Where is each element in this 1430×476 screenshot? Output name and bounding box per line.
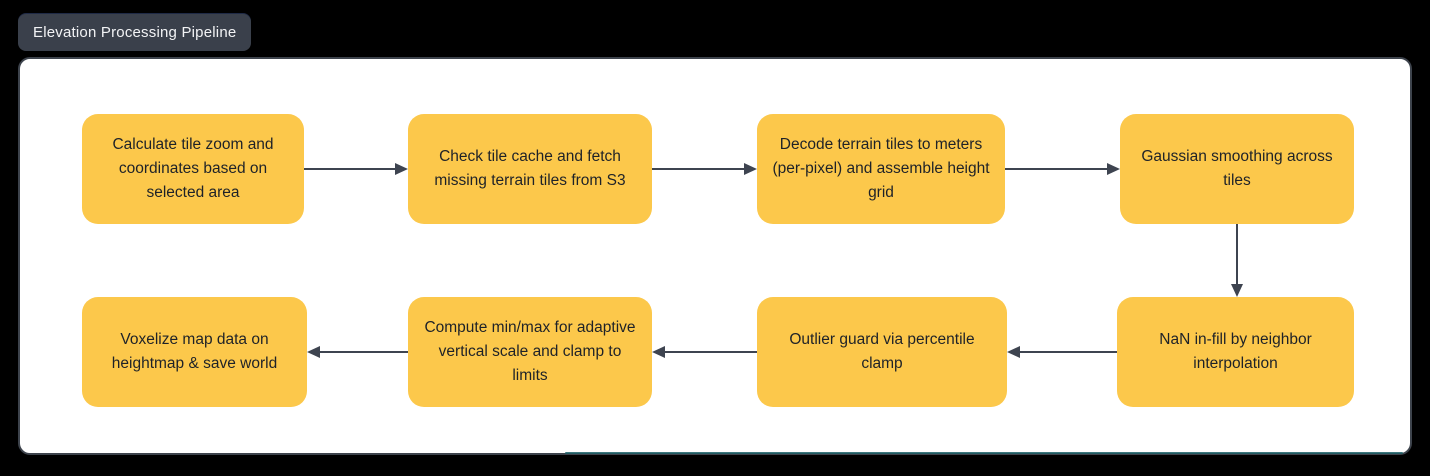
arrow-shaft bbox=[304, 168, 397, 170]
node-decode-terrain[interactable]: Decode terrain tiles to meters (per-pixe… bbox=[757, 114, 1005, 224]
connector-arrow-decode-to-gaussian[interactable] bbox=[1005, 163, 1120, 175]
node-gaussian-smooth[interactable]: Gaussian smoothing across tiles bbox=[1120, 114, 1354, 224]
node-label: Decode terrain tiles to meters (per-pixe… bbox=[772, 136, 990, 201]
node-calc-tile-zoom[interactable]: Calculate tile zoom and coordinates base… bbox=[82, 114, 304, 224]
arrow-shaft bbox=[652, 168, 746, 170]
arrow-head-right-icon bbox=[1107, 163, 1120, 175]
arrow-head-left-icon bbox=[307, 346, 320, 358]
connector-arrow-calc-to-cache[interactable] bbox=[304, 163, 408, 175]
node-label: Gaussian smoothing across tiles bbox=[1141, 148, 1333, 189]
arrow-shaft bbox=[318, 351, 408, 353]
node-outlier-guard[interactable]: Outlier guard via percentile clamp bbox=[757, 297, 1007, 407]
node-label: Voxelize map data on heightmap & save wo… bbox=[111, 331, 278, 372]
arrow-shaft bbox=[1236, 224, 1238, 286]
node-voxelize-map[interactable]: Voxelize map data on heightmap & save wo… bbox=[82, 297, 307, 407]
connector-arrow-cache-to-decode[interactable] bbox=[652, 163, 757, 175]
node-check-tile-cache[interactable]: Check tile cache and fetch missing terra… bbox=[408, 114, 652, 224]
node-compute-minmax[interactable]: Compute min/max for adaptive vertical sc… bbox=[408, 297, 652, 407]
arrow-shaft bbox=[1005, 168, 1109, 170]
arrow-head-right-icon bbox=[744, 163, 757, 175]
connector-arrow-outlier-to-minmax[interactable] bbox=[652, 346, 757, 358]
frame-title-badge[interactable]: Elevation Processing Pipeline bbox=[18, 14, 252, 51]
arrow-shaft bbox=[663, 351, 757, 353]
node-label: Compute min/max for adaptive vertical sc… bbox=[424, 319, 636, 384]
node-label: NaN in-fill by neighbor interpolation bbox=[1159, 331, 1312, 372]
arrow-head-down-icon bbox=[1231, 284, 1243, 297]
connector-arrow-minmax-to-voxelize[interactable] bbox=[307, 346, 408, 358]
node-label: Calculate tile zoom and coordinates base… bbox=[112, 136, 274, 201]
node-nan-infill[interactable]: NaN in-fill by neighbor interpolation bbox=[1117, 297, 1354, 407]
connector-arrow-gaussian-to-nan[interactable] bbox=[1231, 224, 1243, 297]
arrow-head-right-icon bbox=[395, 163, 408, 175]
arrow-head-left-icon bbox=[652, 346, 665, 358]
canvas-bottom-accent-line bbox=[565, 452, 1403, 454]
node-label: Outlier guard via percentile clamp bbox=[789, 331, 975, 372]
frame-title: Elevation Processing Pipeline bbox=[33, 24, 237, 41]
connector-arrow-nan-to-outlier[interactable] bbox=[1007, 346, 1117, 358]
node-label: Check tile cache and fetch missing terra… bbox=[434, 148, 626, 189]
diagram-canvas[interactable]: Calculate tile zoom and coordinates base… bbox=[18, 57, 1412, 455]
arrow-head-left-icon bbox=[1007, 346, 1020, 358]
arrow-shaft bbox=[1018, 351, 1117, 353]
